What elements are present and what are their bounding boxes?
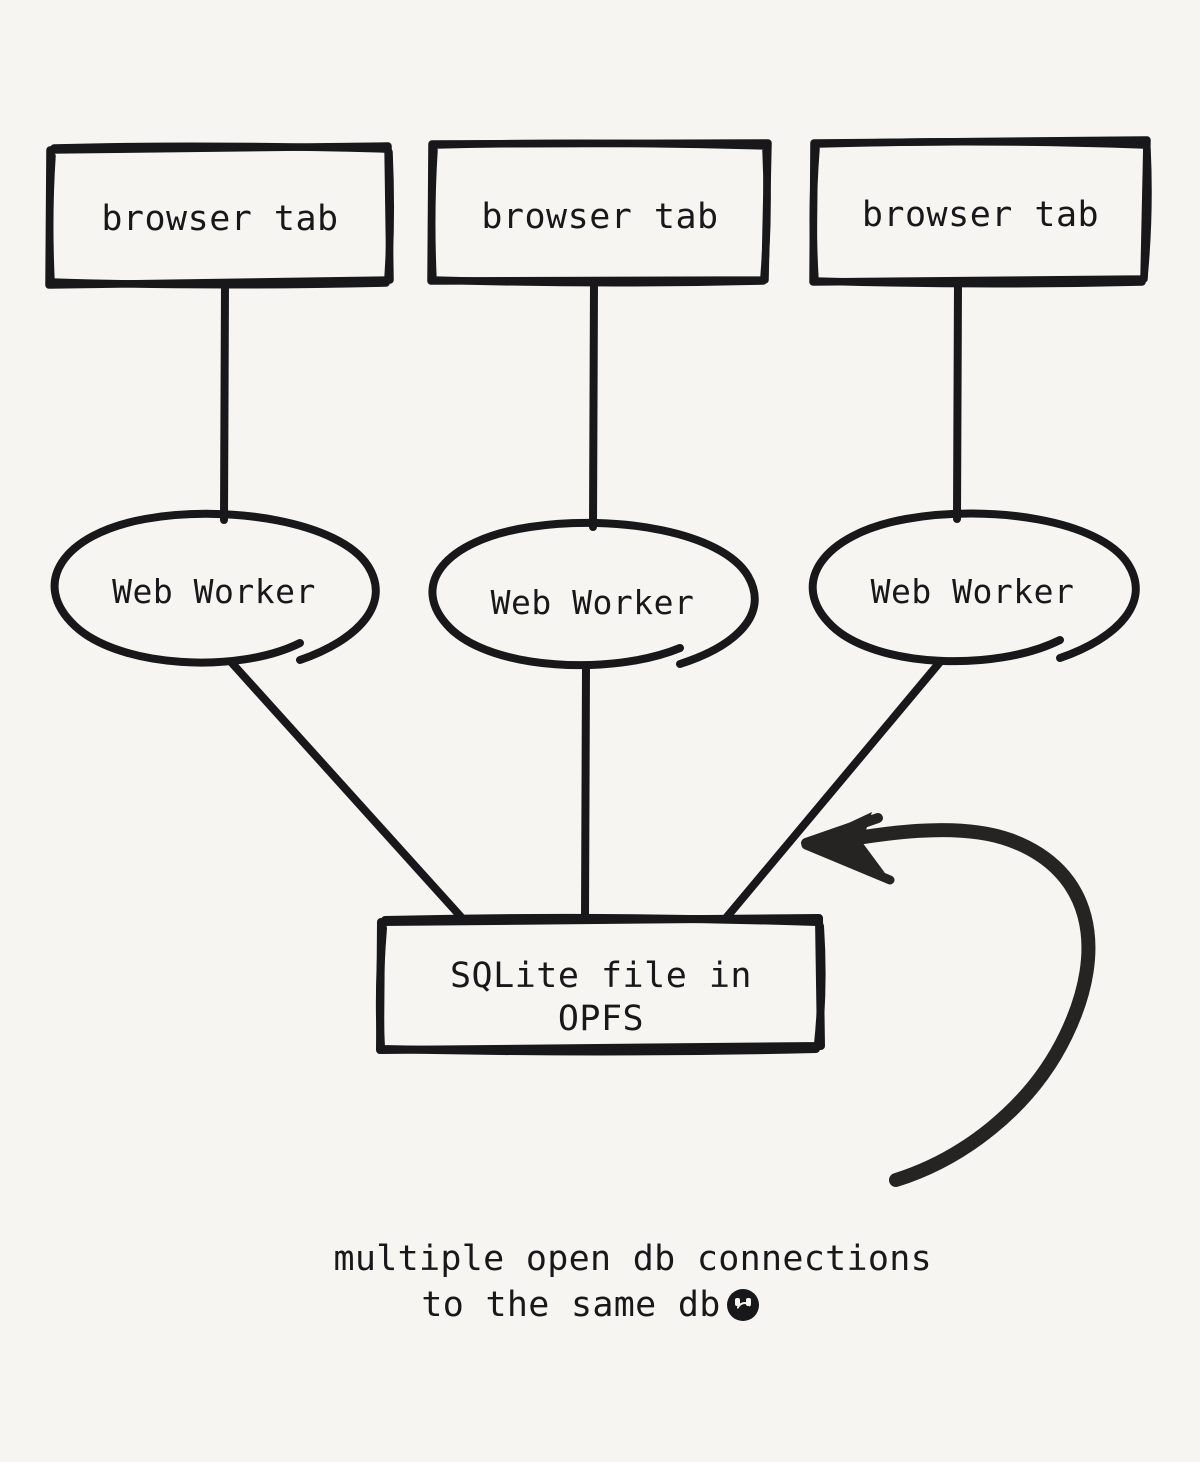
annotation-arrow <box>801 812 1096 1187</box>
browser-tab-box-1[interactable] <box>45 142 395 289</box>
browser-tab-box-3[interactable] <box>809 136 1152 288</box>
annotation-caption: multiple open db connections to the same … <box>180 1190 1000 1375</box>
edge-tab3-worker3 <box>953 278 962 523</box>
edge-worker3-store <box>722 658 944 922</box>
web-worker-ellipse-3[interactable] <box>808 509 1140 666</box>
edge-worker2-store <box>581 662 590 922</box>
annotation-caption-line2: to the same db <box>421 1285 721 1326</box>
frowning-face-icon <box>726 1289 759 1322</box>
edge-group-worker-to-store <box>227 658 944 922</box>
sqlite-opfs-box[interactable] <box>375 913 826 1056</box>
web-worker-ellipse-1[interactable] <box>50 509 380 667</box>
edge-tab1-worker1 <box>220 280 229 524</box>
edge-worker1-store <box>227 658 466 922</box>
edge-group-tab-to-worker <box>220 278 962 531</box>
edge-tab2-worker2 <box>589 278 598 531</box>
browser-tab-box-2[interactable] <box>427 139 772 287</box>
web-worker-ellipse-2[interactable] <box>428 518 759 670</box>
annotation-caption-line1: multiple open db connections <box>333 1239 932 1280</box>
